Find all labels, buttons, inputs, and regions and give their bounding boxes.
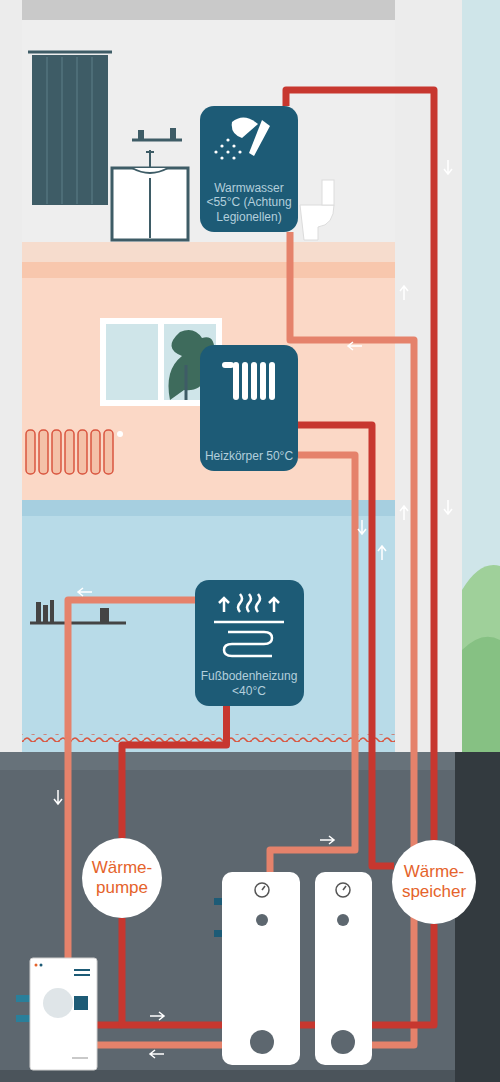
return-pipe — [97, 1042, 222, 1049]
return-pipe — [270, 455, 355, 872]
return-pipe — [68, 600, 200, 958]
node-label: Heizkörper 50°C — [204, 449, 294, 463]
sky — [462, 0, 500, 752]
radiator-icon — [222, 362, 275, 400]
pipe-connector — [122, 706, 227, 838]
bathroom — [22, 20, 395, 242]
component-circle: Wärme- pumpe — [82, 838, 162, 918]
flow-arrow — [54, 160, 452, 1058]
node-label: Wärme- speicher — [402, 862, 466, 901]
node-label: Warmwasser <55°C (Achtung Legionellen) — [204, 181, 294, 224]
sink-cabinet — [112, 168, 188, 240]
storage-tank — [214, 872, 300, 1065]
pipe-connector — [298, 425, 394, 866]
shower-icon — [214, 117, 270, 159]
consumer-box: Heizkörper 50°C — [200, 345, 298, 471]
hill — [462, 565, 500, 752]
toilet — [300, 205, 334, 240]
lower-room — [22, 500, 395, 752]
node-label: Wärme- pumpe — [92, 858, 152, 897]
window — [100, 318, 222, 406]
consumer-box: Warmwasser <55°C (Achtung Legionellen) — [200, 106, 298, 232]
floor-heating-icon — [214, 594, 284, 656]
consumer-box: Fußbodenheizung <40°C — [195, 580, 304, 706]
living-room — [22, 262, 395, 500]
supply-pipe — [97, 1022, 122, 1029]
floor-heating-coil — [22, 734, 395, 742]
node-label: Fußbodenheizung <40°C — [199, 669, 300, 698]
storage-tank — [315, 872, 372, 1065]
shower-curtain — [32, 55, 108, 205]
component-circle: Wärme- speicher — [392, 840, 476, 924]
radiator — [26, 430, 113, 474]
ground — [455, 752, 500, 1082]
heat-pump-unit — [16, 958, 97, 1070]
pipe-connector — [286, 90, 434, 840]
